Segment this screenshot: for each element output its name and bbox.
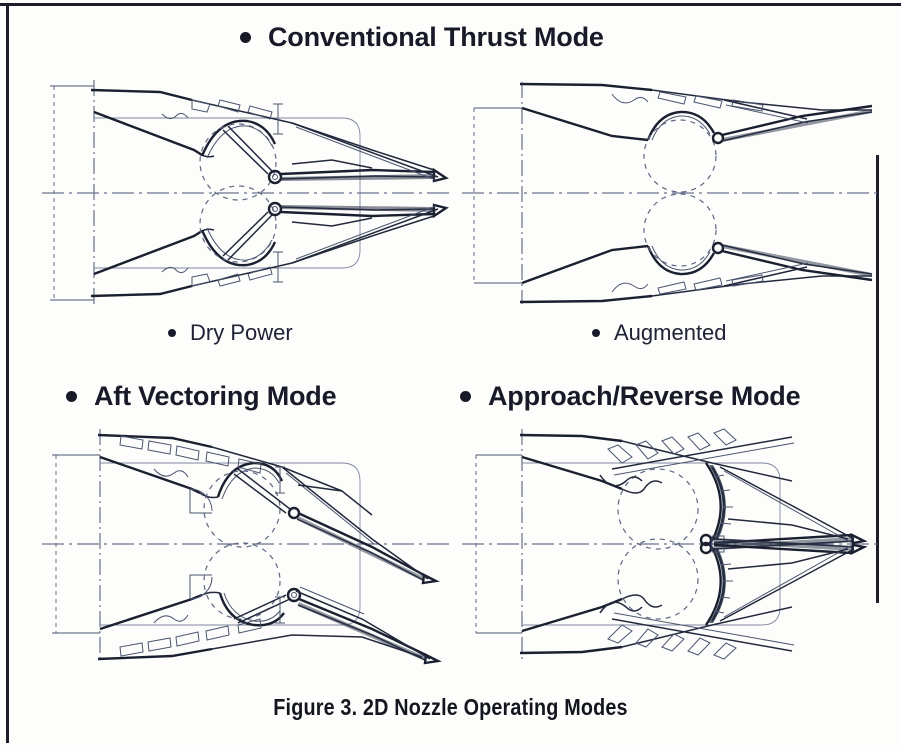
heading-label: Aft Vectoring Mode bbox=[94, 381, 337, 411]
bullet-icon bbox=[460, 391, 471, 402]
figure-caption: Figure 3. 2D Nozzle Operating Modes bbox=[273, 694, 628, 720]
heading-aft-vectoring-mode: Aft Vectoring Mode bbox=[66, 381, 337, 412]
page-edge-right bbox=[876, 155, 879, 603]
sublabel-augmented: Augmented bbox=[592, 320, 727, 346]
bullet-icon bbox=[66, 391, 77, 402]
nozzle-diagram-augmented bbox=[462, 82, 877, 304]
nozzle-diagram-approach-reverse bbox=[462, 428, 877, 663]
page-edge-top bbox=[0, 3, 901, 6]
heading-conventional-thrust-mode: Conventional Thrust Mode bbox=[240, 22, 604, 53]
bullet-icon bbox=[240, 32, 251, 43]
nozzle-diagram-aft-vectoring bbox=[42, 429, 452, 665]
heading-label: Conventional Thrust Mode bbox=[268, 22, 604, 52]
page-edge-left bbox=[6, 3, 9, 743]
heading-approach-reverse-mode: Approach/Reverse Mode bbox=[460, 381, 801, 412]
sublabel-dry-power: Dry Power bbox=[168, 320, 293, 346]
bullet-icon bbox=[168, 329, 176, 337]
sublabel-text: Dry Power bbox=[190, 320, 293, 345]
bullet-icon bbox=[592, 329, 600, 337]
nozzle-diagram-dry-power bbox=[42, 80, 452, 306]
heading-label: Approach/Reverse Mode bbox=[488, 381, 801, 411]
sublabel-text: Augmented bbox=[614, 320, 727, 345]
